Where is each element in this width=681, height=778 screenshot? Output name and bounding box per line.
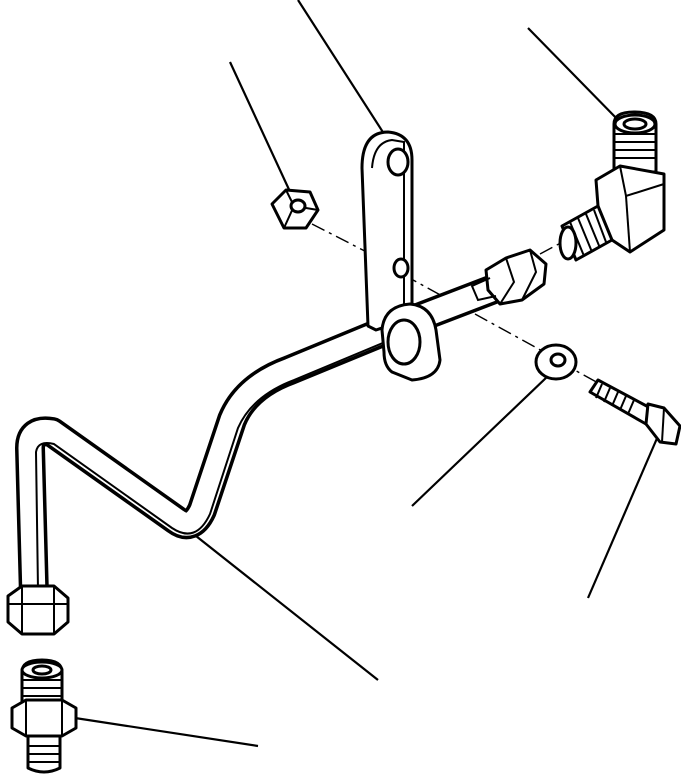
clamp-bore — [386, 318, 422, 366]
hex-bolt — [588, 378, 681, 446]
leader-washer — [411, 375, 549, 507]
tube-assembly — [6, 248, 548, 636]
bolt-centerline — [403, 274, 556, 359]
straight-connector — [10, 658, 78, 774]
leader-bracket — [297, 0, 389, 141]
bracket-plate — [360, 130, 414, 332]
tube-clamp — [380, 302, 442, 382]
washer — [534, 343, 578, 381]
tube-body — [18, 270, 524, 608]
leader-connector — [61, 714, 259, 748]
hex-nut — [270, 188, 320, 230]
leader-elbow — [527, 27, 623, 125]
leader-tube — [195, 535, 379, 681]
leader-lines — [61, 0, 660, 748]
tube-upper-nut — [470, 248, 548, 306]
bolt-shank — [588, 378, 656, 426]
tube-lower-nut — [6, 584, 70, 636]
tube-outline — [15, 267, 527, 611]
connector-hex — [10, 698, 78, 738]
nut-centerline — [311, 223, 399, 269]
bracket-upper-hole — [386, 147, 410, 177]
leader-bolt — [586, 435, 660, 599]
mounting-bracket — [360, 130, 414, 332]
elbow-fitting — [558, 110, 666, 262]
leader-nut — [229, 61, 293, 197]
bracket-lower-hole — [392, 257, 410, 279]
tube-highlight — [34, 339, 391, 591]
